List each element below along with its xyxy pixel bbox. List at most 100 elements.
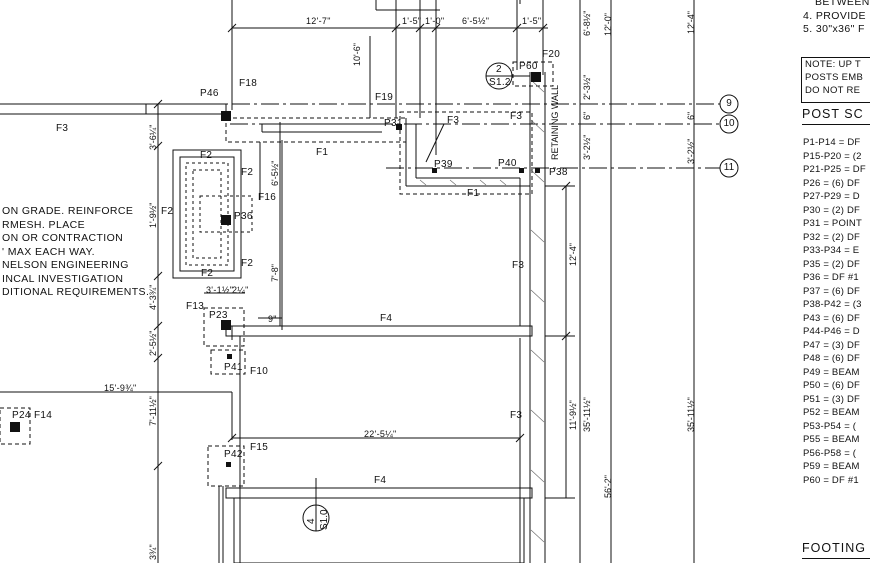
- dimension-text: 3'-1½": [206, 285, 234, 295]
- post-label-p60: P60: [519, 61, 538, 72]
- post-schedule-list: P1-P14 = DF P15-P20 = (2 P21-P25 = DF P26 =…: [803, 136, 870, 487]
- footing-label-f19: F19: [375, 92, 394, 103]
- post-schedule-item: P50 = (6) DF: [803, 380, 861, 391]
- footing-label-f16: F16: [258, 192, 277, 203]
- footing-label-f13: F13: [186, 301, 205, 312]
- dimension-text: 11'-9½": [568, 400, 578, 430]
- grid-bubble-9: 9: [726, 98, 732, 109]
- post-schedule-item: P35 = (2) DF: [803, 258, 861, 270]
- post-schedule-item: P15-P20 = (2: [803, 150, 862, 162]
- footing-label-f2: F2: [201, 268, 214, 279]
- post-label-p38: P38: [549, 167, 568, 178]
- post-label-p31: P31: [384, 118, 403, 129]
- dimension-text: 3'-2½": [582, 134, 592, 160]
- note-box-line: POSTS EMB: [805, 72, 864, 83]
- dimension-text: 12'-0": [603, 13, 613, 36]
- footing-label-f2: F2: [200, 150, 213, 161]
- post-schedule-item: P26 = (6) DF: [803, 177, 861, 189]
- notes-line: 5. 30"x36" F: [803, 23, 865, 35]
- footing-label-f4: F4: [374, 475, 387, 486]
- post-schedule-item: P51 = (3) DF: [803, 393, 861, 405]
- dimension-text: 2'-3½": [582, 74, 592, 100]
- post-schedule-item: P59 = BEAM: [803, 461, 860, 472]
- post-schedule-item: P43 = (6) DF: [803, 312, 861, 324]
- post-schedule-item: P21-P25 = DF: [803, 164, 866, 175]
- footing-label-f3: F3: [56, 123, 69, 134]
- dimension-text: 1'-9½": [148, 202, 158, 228]
- post-label-p36: P36: [234, 211, 253, 222]
- section-marker-2-number: 2: [496, 64, 502, 75]
- notes-top: BETWEEN 4. PROVIDE 5. 30"x36" F: [803, 0, 870, 37]
- dimension-text: 10'-6": [352, 43, 362, 66]
- post-schedule-item: P49 = BEAM: [803, 366, 860, 378]
- footing-label-f4: F4: [380, 313, 393, 324]
- footing-label-f3: F3: [510, 410, 523, 421]
- post-schedule-item: P38-P42 = (3: [803, 299, 862, 310]
- dimension-text: 3¾": [148, 544, 158, 560]
- dimension-text: 1'-0": [425, 16, 445, 26]
- dimension-text: 12'-4": [686, 11, 696, 34]
- dimension-text: 3'-2½": [686, 138, 696, 164]
- dimension-text: 22'-5¼": [364, 429, 397, 439]
- general-note: ON GRADE. REINFORCE RMESH. PLACE ON OR C…: [2, 205, 149, 300]
- footing-label-f2: F2: [241, 258, 254, 269]
- post-schedule-item: P1-P14 = DF: [803, 137, 861, 148]
- dimension-text: 2'-5½": [148, 330, 158, 356]
- footing-label-f14: F14: [34, 410, 53, 421]
- note-box-line: NOTE: UP T: [805, 59, 861, 70]
- dimension-text: 6": [582, 111, 592, 120]
- notes-line: BETWEEN: [815, 0, 870, 8]
- general-note-line: ON OR CONTRACTION: [2, 232, 124, 244]
- post-schedule-item: P44-P46 = D: [803, 326, 860, 337]
- section-marker-4-sheet: S1.0: [319, 509, 330, 530]
- general-note-line: ON GRADE. REINFORCE: [2, 205, 134, 217]
- post-schedule-item: P36 = DF #1: [803, 272, 859, 283]
- dimension-text: 6'-5½": [462, 16, 490, 26]
- dimension-text: 12'-7": [306, 16, 331, 26]
- general-note-line: DITIONAL REQUIREMENTS.: [2, 286, 150, 298]
- dimension-text: 7'-11½": [148, 396, 158, 426]
- post-schedule-item: P31 = POINT: [803, 218, 862, 229]
- dimension-text: 12'-4": [568, 243, 578, 266]
- post-schedule-item: P48 = (6) DF: [803, 353, 861, 364]
- general-note-line: ' MAX EACH WAY.: [2, 245, 95, 258]
- general-note-line: INCAL INVESTIGATION: [2, 272, 124, 285]
- dimension-text: 15'-9¾": [104, 383, 137, 393]
- footing-label-f10: F10: [250, 366, 269, 377]
- post-schedule-item: P33-P34 = E: [803, 245, 860, 256]
- footing-label-f3: F3: [510, 111, 523, 122]
- dimension-text: 6'-5½": [270, 160, 280, 186]
- post-schedule-item: P47 = (3) DF: [803, 339, 861, 351]
- dimension-text: 3'-6¼": [148, 124, 158, 150]
- dimension-text: 9": [268, 314, 277, 324]
- post-schedule-title: POST SC: [802, 107, 864, 121]
- dimension-text: 6'-8½": [582, 10, 592, 36]
- dimension-text: 2¼": [232, 285, 249, 295]
- post-schedule-item: P52 = BEAM: [803, 407, 860, 418]
- footing-label-f3: F3: [512, 260, 525, 271]
- dimension-text: 35'-11½": [582, 397, 592, 432]
- post-schedule-item: P27-P29 = D: [803, 191, 860, 202]
- footing-label-f15: F15: [250, 442, 269, 453]
- post-label-p40: P40: [498, 158, 517, 169]
- section-marker-4-number: 4: [306, 518, 317, 524]
- footing-schedule-title: FOOTING: [802, 541, 866, 555]
- grid-bubble-10: 10: [723, 118, 735, 129]
- footing-label-f20: F20: [542, 49, 561, 60]
- post-schedule-item: P32 = (2) DF: [803, 231, 861, 243]
- dimension-text: 56'-2": [603, 475, 613, 498]
- footing-label-f1: F1: [467, 188, 480, 199]
- notes-line: 4. PROVIDE: [803, 9, 866, 22]
- post-label-p46: P46: [200, 88, 219, 99]
- post-label-p41: P41: [224, 362, 243, 373]
- dimension-text: 35'-11½": [686, 397, 696, 432]
- post-note-box: NOTE: UP T POSTS EMB DO NOT RE: [801, 57, 870, 103]
- dimension-text: 1'-5": [402, 16, 422, 26]
- post-schedule-item: P53-P54 = (: [803, 420, 857, 432]
- dimension-text: 1'-5": [522, 16, 542, 26]
- post-label-p24: P24: [12, 410, 31, 421]
- footing-label-f2: F2: [241, 167, 254, 178]
- general-note-line: RMESH. PLACE: [2, 218, 85, 231]
- post-schedule-item: P56-P58 = (: [803, 447, 857, 459]
